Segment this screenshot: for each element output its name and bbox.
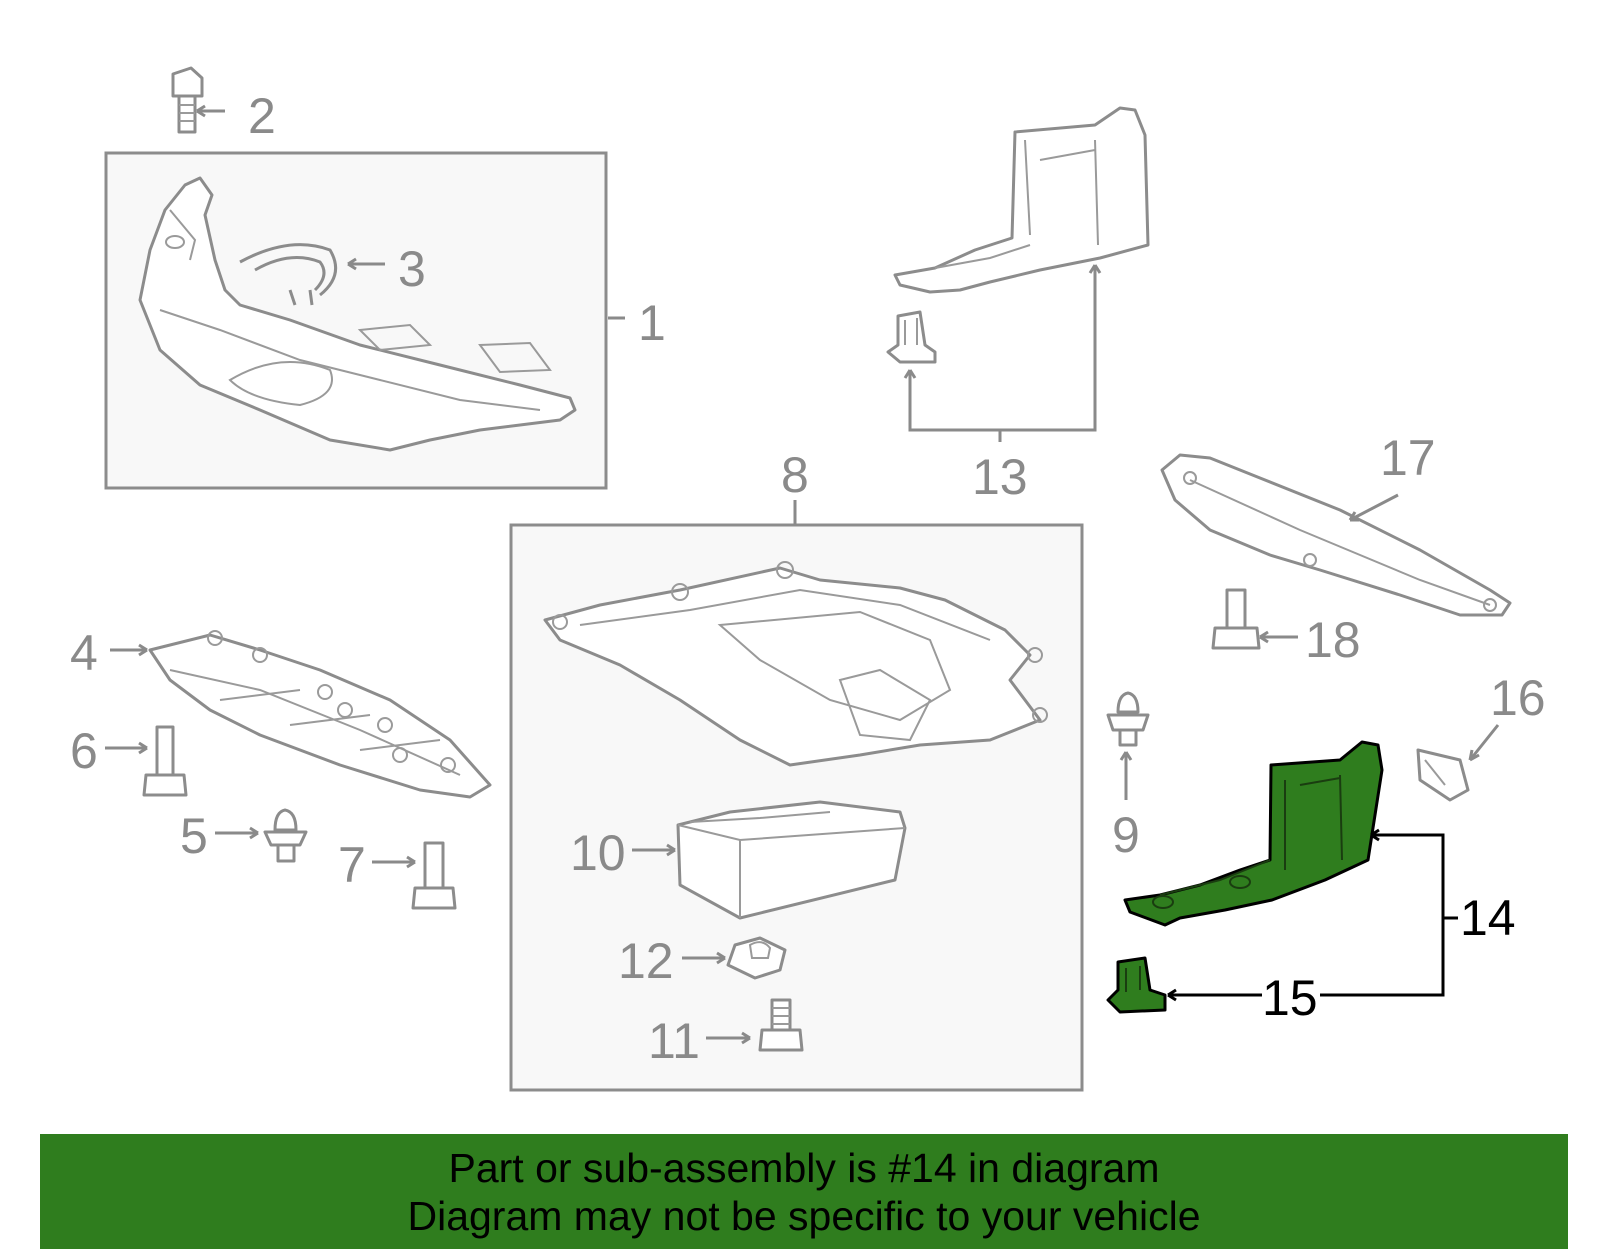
part-13-clip[interactable]	[886, 310, 937, 364]
callout-7: 7	[338, 837, 366, 893]
part-11-bolt[interactable]	[758, 998, 804, 1052]
callout-5: 5	[180, 808, 208, 864]
callout-10: 10	[570, 825, 626, 881]
leader-lines	[105, 104, 1500, 1045]
part-9-clip[interactable]	[1106, 691, 1150, 747]
callout-16: 16	[1490, 670, 1546, 726]
part-12-nut[interactable]	[726, 936, 787, 980]
callout-6: 6	[70, 723, 98, 779]
part-16-bolt[interactable]	[1416, 748, 1470, 802]
callout-14: 14	[1460, 890, 1516, 946]
part-7-bolt[interactable]	[411, 841, 457, 910]
part-18-bolt[interactable]	[1211, 588, 1261, 650]
part-17-cover[interactable]	[1160, 453, 1512, 617]
callout-1: 1	[638, 295, 666, 351]
callout-15: 15	[1262, 970, 1318, 1026]
part-10-cover[interactable]	[676, 800, 907, 920]
banner-line-part-info: Part or sub-assembly is #14 in diagram	[448, 1145, 1160, 1191]
part-13-splash-shield[interactable]	[893, 106, 1150, 294]
banner-line-disclaimer: Diagram may not be specific to your vehi…	[407, 1193, 1201, 1239]
callout-18: 18	[1305, 612, 1361, 668]
part-15-clip[interactable]	[1106, 956, 1167, 1014]
callout-4: 4	[70, 625, 98, 681]
callout-2: 2	[248, 88, 276, 144]
part-14-engine-splash-shield[interactable]	[1123, 740, 1384, 927]
callout-11: 11	[648, 1013, 700, 1069]
callout-3: 3	[398, 241, 426, 297]
part-4-side-cover[interactable]	[148, 630, 492, 799]
callout-17: 17	[1380, 430, 1436, 486]
part-6-bolt[interactable]	[142, 725, 188, 797]
part-5-clip[interactable]	[263, 808, 308, 863]
callout-labels: 1 2 3 4 5 6 7 8 9 10 11 12 13 14 15 16 1…	[70, 88, 1546, 1069]
info-banner: Part or sub-assembly is #14 in diagram D…	[40, 1134, 1568, 1249]
part-2-bolt[interactable]	[171, 66, 204, 134]
part-8-engine-undercover[interactable]	[543, 561, 1048, 767]
callout-12: 12	[618, 933, 674, 989]
part-3-clip[interactable]	[239, 243, 338, 306]
callout-8: 8	[781, 447, 809, 503]
callout-9: 9	[1112, 807, 1140, 863]
callout-13: 13	[972, 449, 1028, 505]
part-1-front-cover[interactable]	[138, 176, 577, 452]
